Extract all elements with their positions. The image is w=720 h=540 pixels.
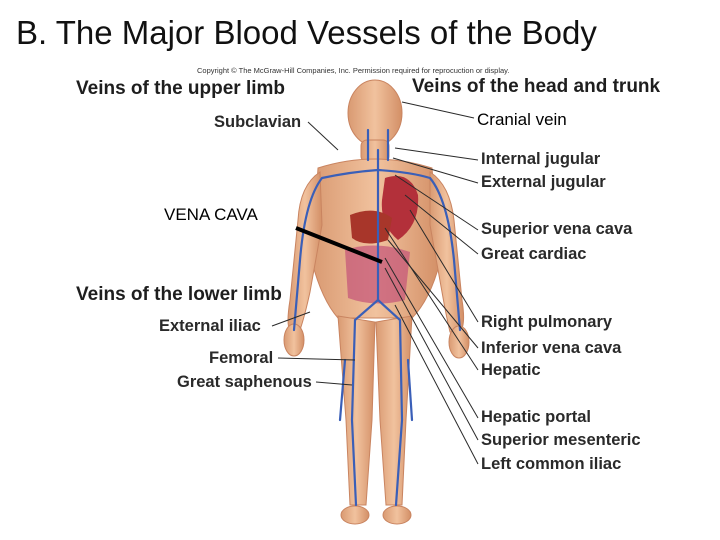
header-veins-upper-limb: Veins of the upper limb xyxy=(76,78,286,99)
label-hepatic-portal: Hepatic portal xyxy=(481,408,592,426)
leader-lines xyxy=(271,101,479,465)
label-superior-mesenteric: Superior mesenteric xyxy=(481,431,641,449)
copyright-notice: Copyright © The McGraw-Hill Companies, I… xyxy=(197,66,510,75)
label-superior-vena-cava: Superior vena cava xyxy=(481,220,633,238)
liver xyxy=(350,210,392,244)
label-right-pulmonary: Right pulmonary xyxy=(481,313,613,331)
header-veins-lower-limb: Veins of the lower limb xyxy=(76,284,282,305)
vein-network xyxy=(292,128,462,507)
label-left-common-iliac: Left common iliac xyxy=(481,455,622,473)
label-subclavian: Subclavian xyxy=(214,113,302,131)
label-external-jugular: External jugular xyxy=(481,173,606,191)
label-external-iliac: External iliac xyxy=(159,317,261,335)
label-great-cardiac: Great cardiac xyxy=(481,245,587,263)
header-veins-head-trunk: Veins of the head and trunk xyxy=(412,76,661,97)
label-internal-jugular: Internal jugular xyxy=(481,150,601,168)
label-inferior-vena-cava: Inferior vena cava xyxy=(481,339,622,357)
label-cranial-vein: Cranial vein xyxy=(477,110,567,129)
label-femoral: Femoral xyxy=(209,349,274,367)
label-great-saphenous: Great saphenous xyxy=(177,373,312,391)
label-vena-cava: VENA CAVA xyxy=(164,205,258,224)
vena-cava-pointer xyxy=(295,226,383,264)
label-hepatic: Hepatic xyxy=(481,361,541,379)
slide-title: B. The Major Blood Vessels of the Body xyxy=(16,14,597,51)
